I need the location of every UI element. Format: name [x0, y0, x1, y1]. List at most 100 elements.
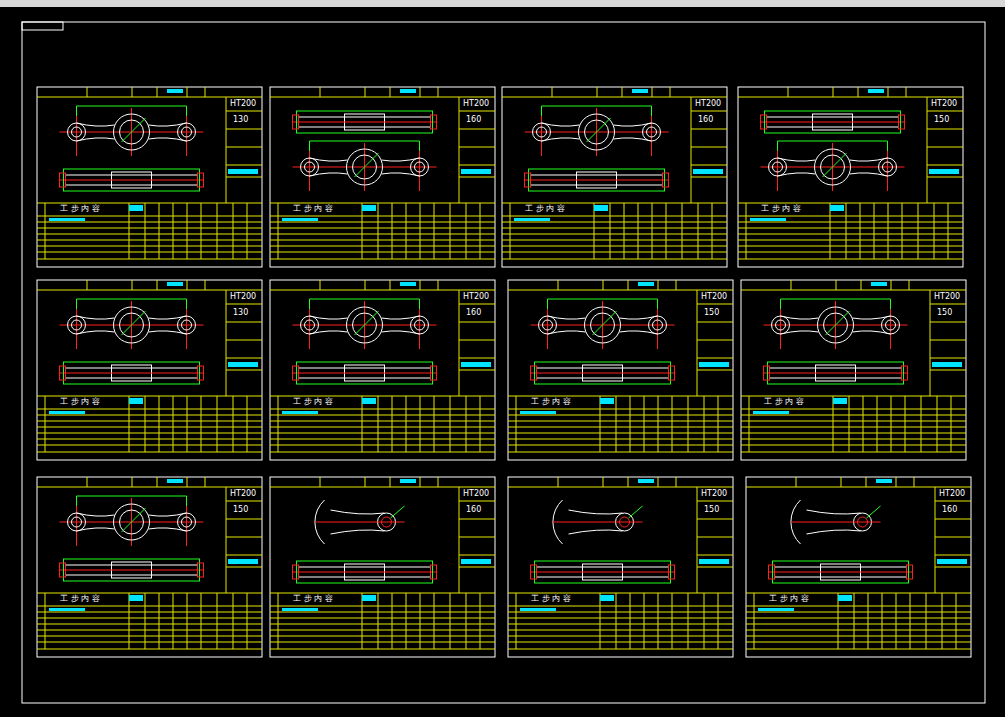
- grid-line: [226, 519, 262, 520]
- grid-line: [697, 519, 733, 520]
- grid-line: [918, 203, 919, 259]
- grid-line: [270, 240, 495, 241]
- table-header: 工 步 内 容: [524, 204, 566, 214]
- grid-line: [930, 322, 966, 323]
- grid-line: [738, 252, 963, 253]
- table-header: 工 步 内 容: [59, 204, 101, 214]
- step-fill: [514, 218, 550, 221]
- grid-line: [841, 477, 842, 487]
- grid-line: [270, 606, 495, 607]
- grid-line: [688, 396, 689, 452]
- grid-line: [226, 501, 262, 502]
- grid-line: [37, 445, 262, 446]
- grid-line: [270, 649, 495, 650]
- grid-line: [749, 396, 750, 452]
- grid-line: [502, 97, 727, 98]
- grid-line: [746, 636, 971, 637]
- grid-line: [502, 216, 727, 217]
- grid-line: [741, 439, 966, 440]
- grid-line: [37, 624, 262, 625]
- diameter-leader: [355, 153, 379, 177]
- grid-line: [697, 567, 733, 568]
- eye-outline: [533, 123, 551, 141]
- eye-outline: [539, 316, 557, 334]
- title-fill: [461, 559, 491, 564]
- table-header: 工 步 内 容: [763, 397, 805, 407]
- grid-line: [738, 228, 963, 229]
- grid-line: [788, 87, 789, 97]
- clamp-symbol: [669, 366, 675, 380]
- grid-line: [270, 618, 495, 619]
- grid-line: [459, 501, 495, 502]
- diameter-leader: [587, 118, 611, 142]
- grid-line: [459, 290, 460, 396]
- grid-line: [420, 477, 421, 487]
- grid-line: [270, 409, 495, 410]
- grid-line: [882, 593, 883, 649]
- grid-line: [270, 445, 495, 446]
- grid-line: [508, 427, 733, 428]
- grid-line: [738, 234, 963, 235]
- title-fill: [932, 362, 962, 367]
- grid-line: [741, 452, 966, 453]
- card-border: [270, 87, 495, 267]
- clamp-symbol: [531, 565, 537, 579]
- grid-line: [450, 203, 451, 259]
- grid-line: [466, 396, 467, 452]
- grid-line: [909, 280, 910, 290]
- grid-line: [233, 396, 234, 452]
- card-border: [37, 477, 262, 657]
- grid-line: [434, 203, 435, 259]
- grid-line: [926, 593, 927, 649]
- dimension-box: [64, 362, 200, 384]
- grid-line: [741, 409, 966, 410]
- grid-line: [874, 203, 875, 259]
- grid-line: [226, 358, 262, 359]
- grid-line: [459, 97, 460, 203]
- grid-line: [459, 358, 495, 359]
- grid-line: [866, 477, 867, 487]
- grid-line: [888, 87, 889, 97]
- grid-line: [691, 165, 727, 166]
- grid-line: [688, 593, 689, 649]
- grid-line: [833, 396, 834, 452]
- center-line: [60, 180, 204, 181]
- dimension-value: 160: [465, 308, 482, 318]
- grid-line: [508, 415, 733, 416]
- grid-line: [406, 203, 407, 259]
- table-header: 工 步 内 容: [59, 594, 101, 604]
- grid-line: [37, 216, 262, 217]
- grid-line: [233, 203, 234, 259]
- grid-line: [718, 593, 719, 649]
- clamp-symbol: [431, 115, 437, 129]
- grid-line: [247, 593, 248, 649]
- grid-line: [438, 87, 439, 97]
- eye-bore: [537, 127, 547, 137]
- dimension-box: [64, 169, 200, 191]
- grid-line: [278, 396, 279, 452]
- grid-line: [37, 246, 262, 247]
- diameter-leader: [122, 508, 146, 532]
- grid-line: [37, 290, 262, 291]
- clamp-symbol: [60, 366, 66, 380]
- grid-line: [914, 477, 915, 487]
- grid-line: [187, 593, 188, 649]
- grid-line: [226, 97, 227, 203]
- boss-outline: [818, 307, 854, 343]
- grid-line: [37, 439, 262, 440]
- dimension-value: 150: [933, 115, 950, 125]
- eye-outline: [643, 123, 661, 141]
- step-fill: [49, 608, 85, 611]
- boss-outline: [347, 149, 383, 185]
- grid-line: [37, 252, 262, 253]
- eye-bore: [72, 320, 82, 330]
- grid-line: [738, 259, 963, 260]
- boss-outline: [579, 114, 615, 150]
- card-border: [270, 280, 495, 460]
- grid-line: [270, 222, 495, 223]
- grid-line: [37, 228, 262, 229]
- grid-line: [129, 396, 130, 452]
- center-line: [293, 572, 437, 573]
- grid-line: [951, 396, 952, 452]
- grid-line: [226, 567, 262, 568]
